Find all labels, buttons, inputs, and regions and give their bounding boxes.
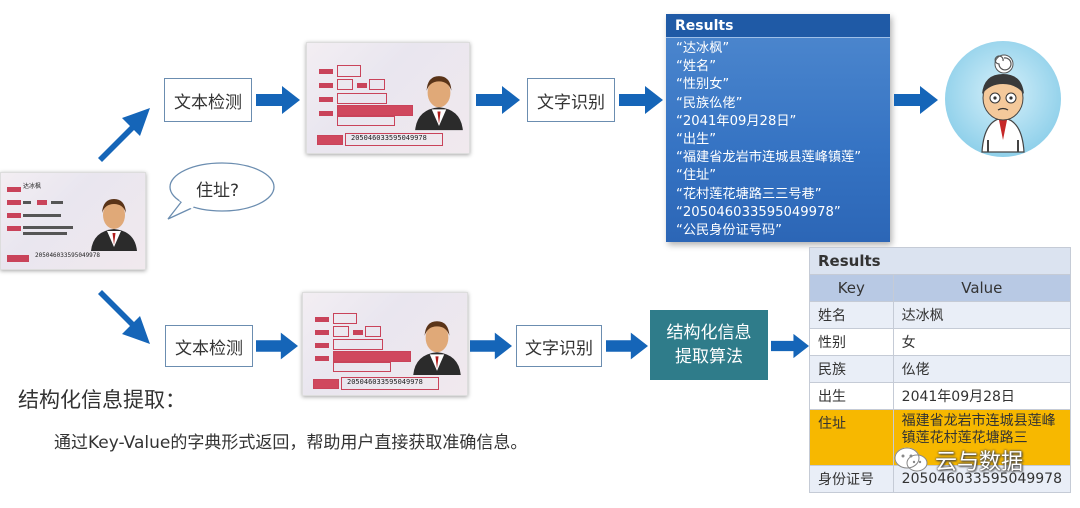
table-row-value: 女 [892,328,1072,356]
raw-result-line: “2041年09月28日” [676,113,797,129]
diagonal-up-arrow [98,108,150,162]
table-row-key: 性别 [809,328,894,356]
structured-extraction-box: 结构化信息 提取算法 [650,310,768,380]
arrow-right-icon [606,332,648,360]
raw-results-panel: Results “达冰枫” “姓名” “性别女” “民族仫佬” “2041年09… [666,14,890,242]
raw-result-line: “出生” [676,132,717,148]
caption-body: 通过Key-Value的字典形式返回，帮助用户直接获取准确信息。 [54,433,528,453]
arrow-right-icon [256,332,298,360]
id-card-detected-bottom: 205046033595049978 [302,292,468,396]
table-row-value: 仫佬 [892,355,1072,383]
text-detection-box-bottom: 文本检测 [165,325,253,367]
results-kv-table: Results Key Value 姓名 达冰枫 性别 女 民族 仫佬 出生 2… [809,247,1072,493]
arrow-right-icon [476,86,520,114]
raw-result-line: “花村莲花塘路三三号巷” [676,186,822,202]
arrow-right-icon [771,333,809,359]
table-row-value: 达冰枫 [892,301,1072,329]
arrow-right-icon [256,86,300,114]
table-row-key: 身份证号 [809,465,894,493]
table-row-value: 2041年09月28日 [892,382,1072,410]
arrow-right-icon [619,86,663,114]
confused-person-icon [945,41,1061,157]
id-card-detected-top: 205046033595049978 [306,42,470,154]
arrow-right-icon [470,332,512,360]
person-photo-icon [413,321,461,375]
bubble-text: 住址? [196,181,240,201]
person-photo-icon [91,199,137,251]
diagonal-down-arrow [98,290,150,344]
column-header-key: Key [809,274,894,302]
raw-results-title: Results [666,14,890,38]
raw-result-line: “公民身份证号码” [676,223,782,239]
results-table-title: Results [809,247,1071,275]
watermark: 云与数据 [893,444,1023,476]
wechat-icon [894,447,928,472]
raw-result-line: “性别女” [676,77,730,93]
watermark-text: 云与数据 [935,450,1024,475]
caption-title: 结构化信息提取： [18,388,186,412]
person-photo-icon [415,76,463,131]
raw-result-line: “205046033595049978” [676,204,841,220]
ocr-box-bottom: 文字识别 [516,325,602,367]
question-bubble [167,162,275,220]
table-row-key: 出生 [809,382,894,410]
arrow-right-icon [894,86,938,114]
text-detection-box-top: 文本检测 [164,78,252,122]
table-row-key-highlighted: 住址 [809,409,894,466]
raw-result-line: “姓名” [676,59,717,75]
id-card-source: 达冰枫 205046033595049978 [0,172,146,270]
raw-result-line: “民族仫佬” [676,95,743,111]
raw-result-line: “达冰枫” [676,41,730,56]
table-row-key: 姓名 [809,301,894,329]
ocr-box-top: 文字识别 [527,78,615,122]
table-row-key: 民族 [809,355,894,383]
raw-result-line: “福建省龙岩市连城县莲峰镇莲” [676,150,862,166]
raw-result-line: “住址” [676,168,717,184]
column-header-value: Value [892,274,1072,302]
